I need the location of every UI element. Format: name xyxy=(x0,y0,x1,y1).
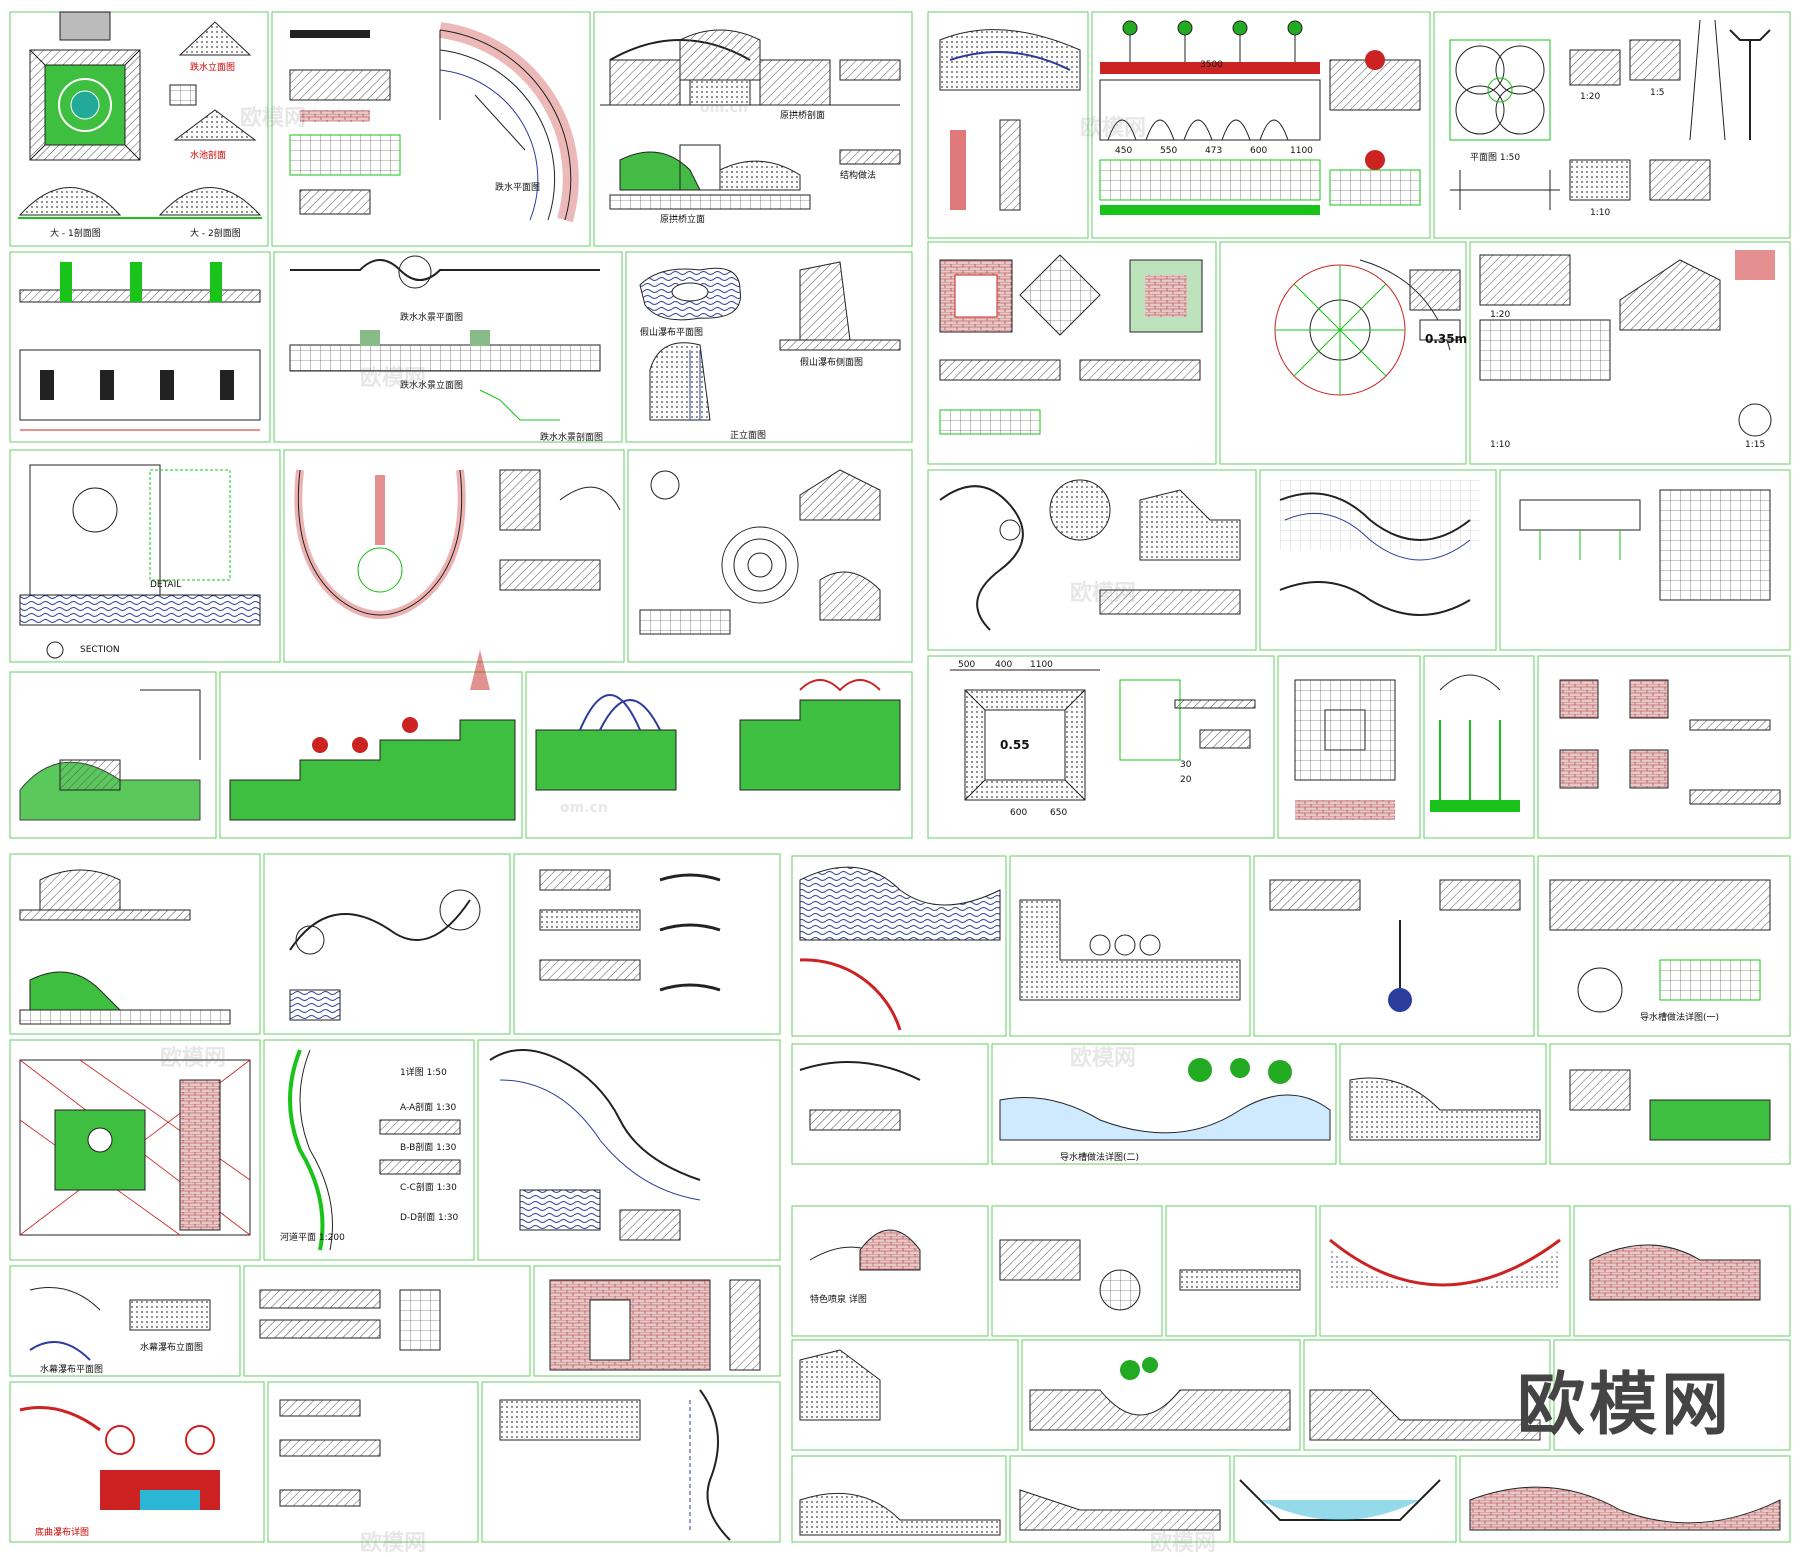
p11-label-1: 导水槽做法详图(二) xyxy=(1060,1153,1140,1163)
p7-label-1: 假山瀑布侧面图 xyxy=(800,358,864,368)
pond-sections xyxy=(799,866,1781,1536)
p8-label-1: 1:20 xyxy=(1490,310,1511,320)
watermark: 欧模网 xyxy=(1070,1046,1137,1071)
curved-waterfall xyxy=(19,1389,731,1541)
p10-label-4: 600 xyxy=(1010,808,1028,818)
p5-label-2: 1:10 xyxy=(1590,208,1611,218)
stream-plans xyxy=(939,479,1771,631)
watermark: 欧模网 xyxy=(1080,116,1147,141)
watermark: 欧模网 xyxy=(240,106,307,131)
p5-label-1: 1:5 xyxy=(1650,88,1665,98)
arch-bridge-section xyxy=(600,29,901,210)
p3-label-2: 结构做法 xyxy=(840,171,877,181)
square-basin-plan xyxy=(950,669,1256,801)
p2-label-0: 跌水平面图 xyxy=(495,183,541,193)
p5-label-0: 1:20 xyxy=(1580,92,1601,102)
p10-label-1: 400 xyxy=(995,660,1013,670)
p10-label-5: 650 xyxy=(1050,808,1068,818)
p13-label-2: 特色喷泉 详图 xyxy=(810,1295,867,1305)
p3-label-0: 原拱桥剖面 xyxy=(780,111,826,121)
p14-label-0: 底曲瀑布详图 xyxy=(35,1528,90,1538)
p5-label-3: 平面图 1:50 xyxy=(1470,153,1521,163)
p7-label-2: 正立面图 xyxy=(730,431,767,441)
p12-label-2: A-A剖面 1:30 xyxy=(400,1103,457,1113)
p11-label-0: 导水槽做法详图(一) xyxy=(1640,1013,1720,1023)
p1-label-1: 水池剖面 xyxy=(190,151,227,161)
p10-label-6: 30 xyxy=(1180,760,1192,770)
p7-label-0: 假山瀑布平面图 xyxy=(640,328,704,338)
tile-plan xyxy=(1294,674,1781,820)
palm-wall-elevation xyxy=(939,20,1421,215)
p13-label-0: 水幕瀑布立面图 xyxy=(140,1343,204,1353)
lion-fountain-wall xyxy=(19,1049,701,1251)
p4-label-4: 600 xyxy=(1250,146,1268,156)
p12-label-3: B-B剖面 1:30 xyxy=(400,1143,457,1153)
p10-label-0: 500 xyxy=(958,660,976,670)
p8-label-3: 1:15 xyxy=(1745,440,1766,450)
bridge-and-stream-plan xyxy=(19,869,721,1025)
p10-label-2: 1100 xyxy=(1030,660,1053,670)
p4-label-1: 450 xyxy=(1115,146,1133,156)
p12-label-5: D-D剖面 1:30 xyxy=(400,1213,459,1223)
site-logo: 欧模网 xyxy=(1516,1365,1733,1445)
lyre-fountain xyxy=(19,464,621,659)
p12-label-0: 河道平面 1:200 xyxy=(280,1233,345,1243)
watermark-sub: om.cn xyxy=(700,100,748,116)
watermark: 欧模网 xyxy=(360,1531,427,1556)
p12-label-1: 1详图 1:50 xyxy=(400,1068,447,1078)
p8-label-2: 1:10 xyxy=(1490,440,1511,450)
p8-label-0: 0.35m xyxy=(1425,332,1468,346)
p4-label-2: 550 xyxy=(1160,146,1178,156)
p3-label-1: 原拱桥立面 xyxy=(660,215,706,225)
quatrefoil-fountain xyxy=(1449,19,1771,210)
p4-label-3: 473 xyxy=(1205,146,1223,156)
watermark: 欧模网 xyxy=(360,366,427,391)
p1-label-3: 大 - 2剖面图 xyxy=(190,229,241,239)
panel-frames xyxy=(9,11,1791,1543)
curved-cascade-plan xyxy=(289,22,579,223)
watermark-sub: om.cn xyxy=(560,800,608,816)
p1-label-0: 跌水立面图 xyxy=(190,63,236,73)
p10-label-3: 0.55 xyxy=(1000,738,1030,752)
p6-label-0: 跌水水景平面图 xyxy=(400,313,464,323)
rockery-waterfall xyxy=(639,261,901,421)
watermark: 欧模网 xyxy=(1150,1531,1217,1556)
p12-label-4: C-C剖面 1:30 xyxy=(400,1183,457,1193)
square-pond-plans xyxy=(939,250,1775,437)
p6-label-1: 跌水水景立面图 xyxy=(400,381,464,391)
planter-steps xyxy=(19,650,901,821)
fountain-square-plan xyxy=(18,11,262,219)
watermark: 欧模网 xyxy=(1070,581,1137,606)
p1-label-2: 大 - 1剖面图 xyxy=(50,229,101,239)
round-fountain-plan xyxy=(639,469,881,635)
p9-label-0: SECTION xyxy=(80,645,120,655)
p4-label-0: 3500 xyxy=(1200,60,1223,70)
p9-label-1: DETAIL xyxy=(150,580,182,590)
p10-label-7: 20 xyxy=(1180,775,1192,785)
p13-label-1: 水幕瀑布平面图 xyxy=(40,1365,104,1375)
water-curtain xyxy=(29,1279,761,1371)
cascade-wall xyxy=(19,255,601,431)
p4-label-5: 1100 xyxy=(1290,146,1313,156)
p6-label-2: 跌水水景剖面图 xyxy=(540,433,604,443)
watermark: 欧模网 xyxy=(160,1046,227,1071)
